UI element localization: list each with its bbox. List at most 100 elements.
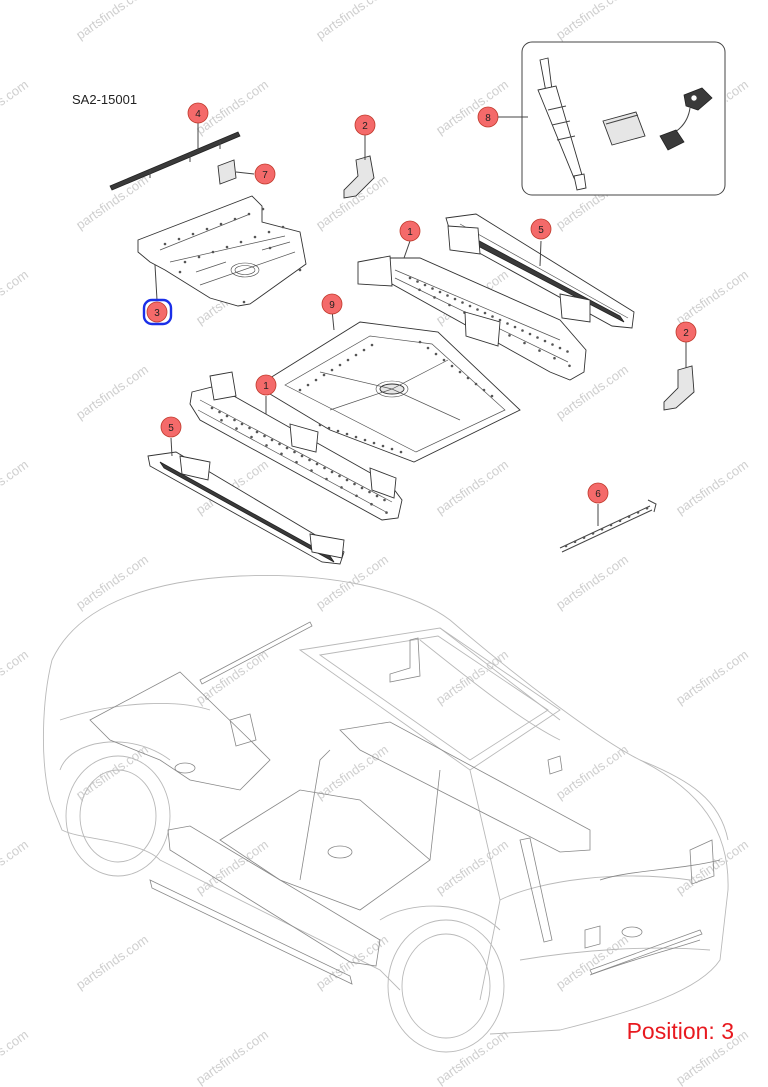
callout-8[interactable]: 8	[477, 106, 528, 128]
fastener-dot	[385, 511, 388, 514]
fastener-dot	[267, 230, 271, 234]
fastener-dot	[564, 544, 568, 548]
fastener-dot	[177, 237, 181, 241]
fastener-dot	[315, 462, 319, 466]
fastener-dot	[278, 442, 281, 446]
fastener-dot	[210, 406, 214, 410]
callout-label-4: 4	[195, 109, 201, 120]
fastener-dot	[491, 315, 494, 318]
fastener-dot	[609, 523, 613, 527]
fastener-dot	[399, 450, 403, 454]
watermark-text: partsfinds.com	[433, 77, 511, 138]
fastener-dot	[521, 329, 524, 332]
fastener-dot	[242, 300, 246, 304]
fastener-dot	[345, 432, 349, 436]
part-1-step-board-upper	[357, 240, 587, 381]
watermark-text: partsfinds.com	[73, 932, 151, 993]
fastener-dot	[645, 506, 649, 510]
callout-2-right[interactable]: 2	[675, 321, 697, 343]
watermark-text: partsfinds.com	[553, 742, 631, 803]
fastener-dot	[476, 308, 479, 311]
fastener-dot	[618, 519, 622, 523]
watermark-text: partsfinds.com	[73, 172, 151, 233]
watermark-text: partsfinds.com	[0, 267, 31, 328]
callout-7[interactable]: 7	[254, 163, 276, 185]
fastener-dot	[558, 346, 562, 350]
fastener-dot	[513, 325, 517, 329]
watermark-text: partsfinds.com	[673, 457, 751, 518]
callout-2-upper[interactable]: 2	[354, 114, 376, 136]
fastener-dot	[543, 339, 547, 343]
fastener-dot	[627, 515, 631, 518]
fastener-dot	[233, 217, 237, 221]
watermark-text: partsfinds.com	[433, 457, 511, 518]
fastener-dot	[431, 287, 434, 290]
part-1-step-board-lower	[189, 371, 403, 521]
fastener-dot	[416, 280, 419, 283]
watermark-text: partsfinds.com	[73, 0, 151, 42]
fastener-dot	[225, 414, 229, 418]
callout-3-selected[interactable]: 3	[142, 298, 173, 326]
part-2-bracket-upper	[343, 134, 375, 199]
watermark-text: partsfinds.com	[313, 0, 391, 42]
fastener-dot	[538, 349, 541, 352]
callout-4[interactable]: 4	[187, 102, 209, 124]
fastener-dot	[528, 332, 532, 336]
fastener-dot	[327, 426, 331, 430]
callout-label-5-lower: 5	[168, 423, 174, 434]
fastener-dot	[582, 536, 586, 539]
part-5-rail-lower	[147, 437, 345, 565]
fastener-dot	[330, 470, 334, 474]
fastener-dot	[330, 368, 334, 372]
callout-5-lower[interactable]: 5	[160, 416, 182, 438]
fastener-dot	[250, 435, 253, 439]
fastener-dot	[353, 482, 356, 486]
callout-6[interactable]: 6	[587, 482, 609, 504]
fastener-dot	[163, 242, 167, 246]
fastener-dot	[523, 341, 526, 345]
fastener-dot	[434, 352, 438, 356]
callout-5-upper[interactable]: 5	[530, 218, 552, 240]
fastener-dot	[362, 348, 366, 352]
fastener-dot	[573, 540, 577, 544]
fastener-dot	[314, 378, 318, 382]
fastener-dot	[318, 423, 322, 427]
fastener-dot	[474, 382, 478, 386]
fastener-dot	[458, 370, 462, 374]
callout-label-8: 8	[485, 113, 491, 124]
watermark-text: partsfinds.com	[73, 362, 151, 423]
fastener-dot	[490, 394, 494, 398]
fastener-dot	[482, 388, 486, 392]
fastener-dot	[442, 358, 446, 362]
fastener-dot	[300, 454, 304, 458]
fastener-dot	[261, 207, 265, 211]
part-2-bracket-right	[663, 342, 695, 411]
fastener-dot	[240, 422, 244, 426]
watermark-text: partsfinds.com	[313, 742, 391, 803]
fastener-dot	[270, 438, 274, 442]
fastener-dot	[566, 350, 569, 353]
callout-1-upper[interactable]: 1	[399, 220, 421, 242]
fastener-dot	[220, 418, 223, 422]
callout-1-lower[interactable]: 1	[255, 374, 277, 396]
fastener-dot	[433, 296, 436, 299]
watermark-text: partsfinds.com	[433, 1027, 511, 1087]
fastener-dot	[346, 358, 350, 362]
fastener-dot	[600, 527, 604, 531]
fastener-dot	[368, 490, 371, 494]
fastener-dot	[345, 478, 349, 482]
fastener-dot	[453, 297, 457, 301]
fastener-dot	[438, 290, 442, 294]
callout-9[interactable]: 9	[321, 293, 343, 315]
fastener-dot	[255, 430, 259, 434]
callout-label-6: 6	[595, 489, 601, 500]
fastener-dot	[265, 444, 268, 447]
fastener-dot	[418, 288, 421, 292]
watermark-text: partsfinds.com	[0, 457, 31, 518]
fastener-dot	[536, 336, 539, 339]
callout-label-7: 7	[262, 170, 268, 181]
watermark-text: partsfinds.com	[0, 77, 31, 138]
fastener-dot	[322, 373, 326, 377]
fastener-dot	[408, 276, 412, 280]
